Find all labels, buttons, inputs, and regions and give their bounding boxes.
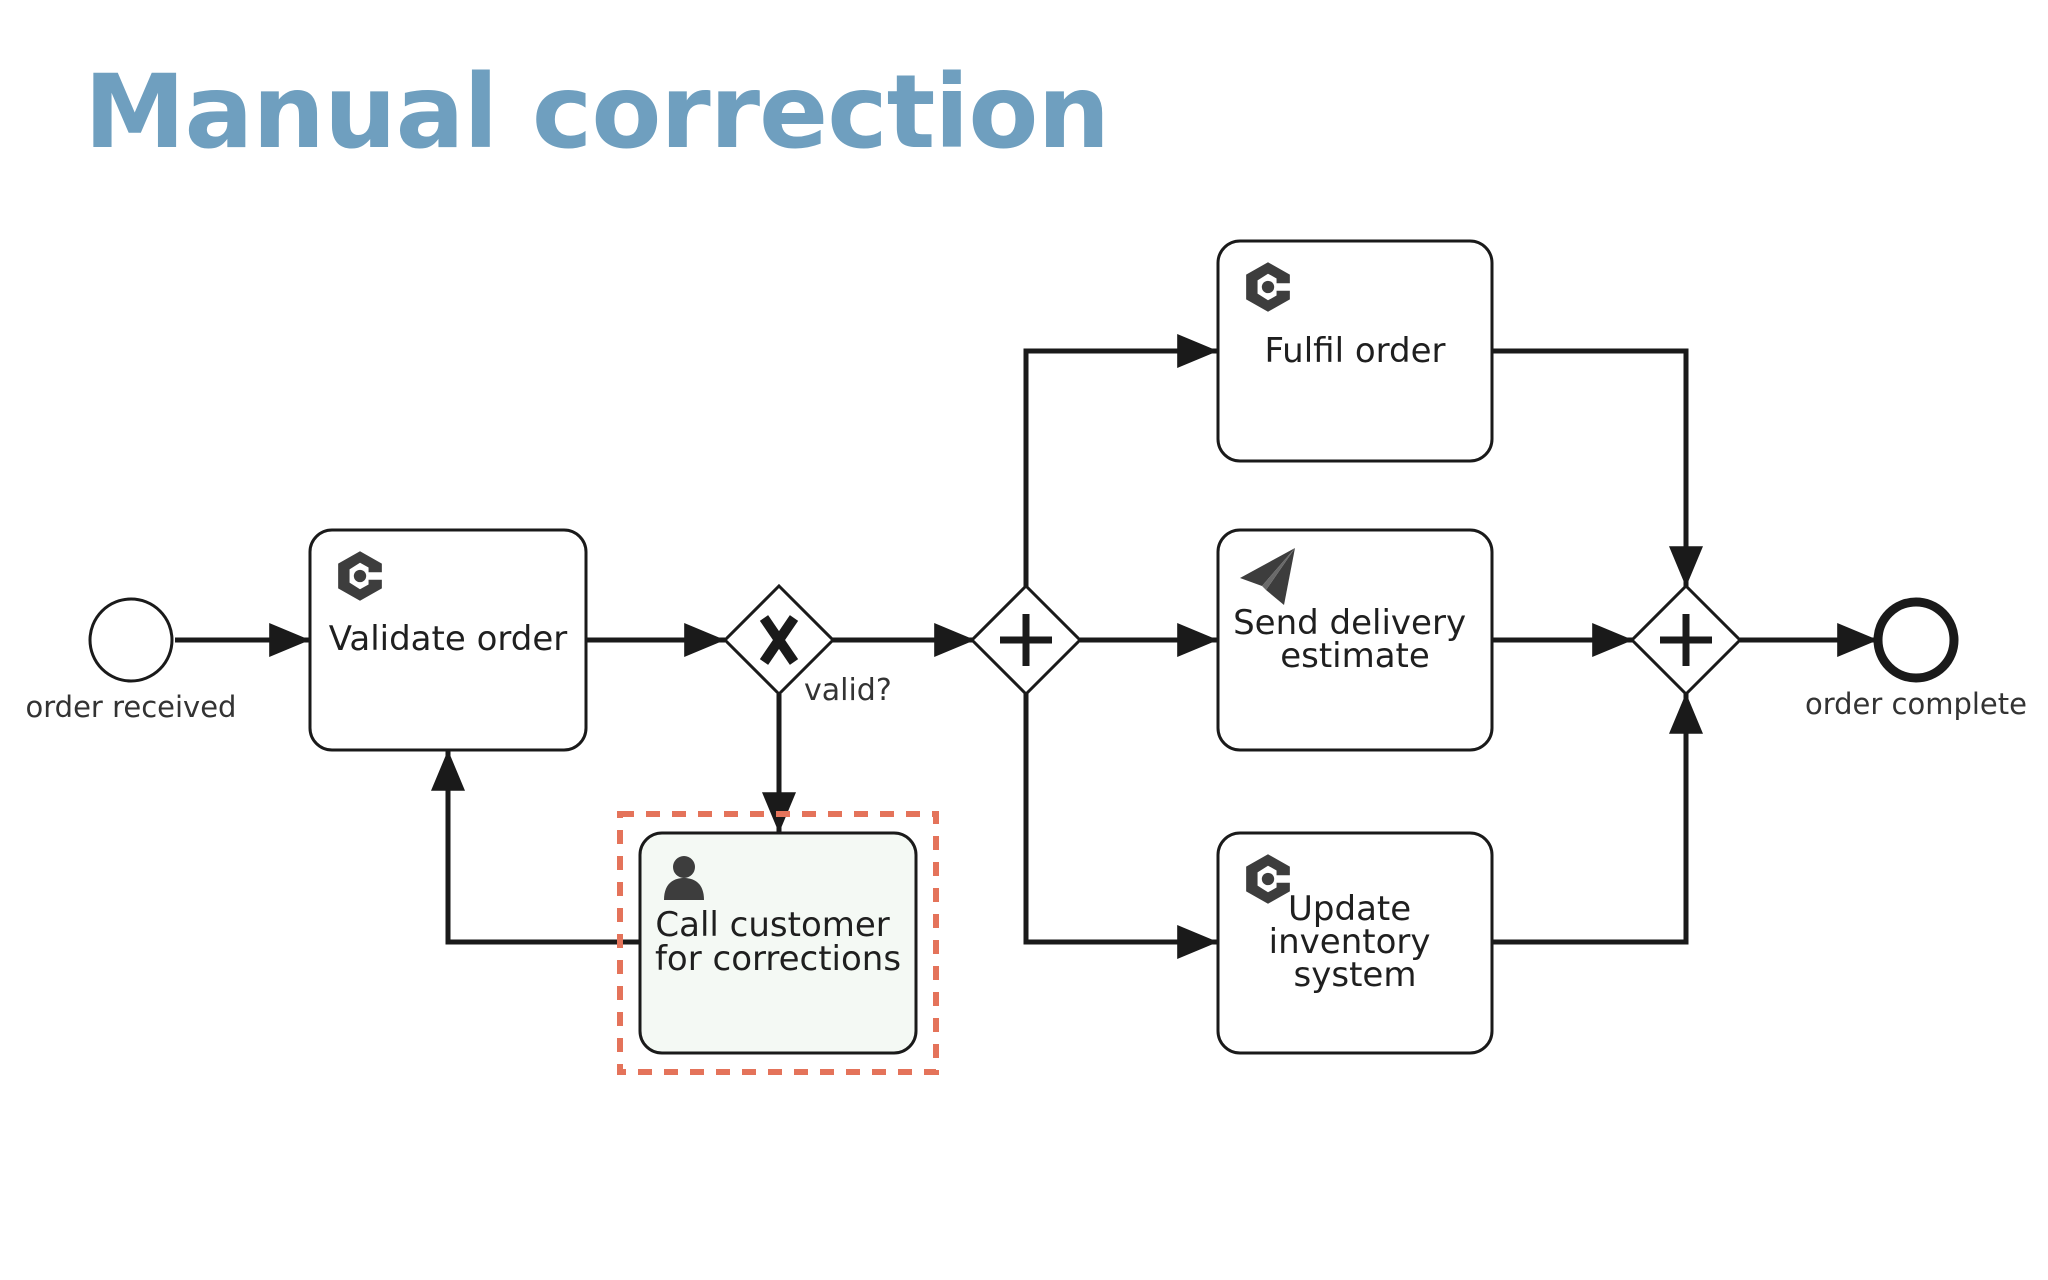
send-task-icon <box>1240 548 1295 605</box>
task-fulfil-order[interactable]: Fulfil order <box>1216 239 1494 463</box>
task-label-line: Call customer <box>655 905 889 945</box>
flow-fulfil-to-join <box>1492 348 1703 587</box>
task-label-line: for corrections <box>655 939 901 979</box>
flow-call-to-validate <box>431 750 640 945</box>
flow-split-to-update <box>1023 693 1218 959</box>
task-validate-order[interactable]: Validate order <box>308 528 588 752</box>
exclusive-gateway[interactable]: valid? <box>722 583 892 708</box>
task-label-line: Update <box>1288 889 1411 929</box>
sequence-flows <box>175 334 1878 959</box>
flow-split-to-fulfil <box>1023 334 1218 587</box>
task-label-line: system <box>1294 955 1417 995</box>
task-label-line: Send delivery <box>1233 603 1466 643</box>
task-label: Call customer for corrections <box>655 905 901 979</box>
task-label-line: Fulfil order <box>1264 331 1445 371</box>
task-send-delivery-estimate[interactable]: Send delivery estimate <box>1216 528 1494 752</box>
start-event[interactable]: order received <box>26 597 237 724</box>
parallel-join-gateway[interactable] <box>1629 583 1743 697</box>
plus-icon <box>1000 614 1052 666</box>
plus-icon <box>1660 614 1712 666</box>
end-event-label: order complete <box>1805 687 2027 721</box>
task-box <box>638 831 918 1055</box>
task-label: Update inventory system <box>1269 889 1442 995</box>
start-event-circle <box>88 597 174 683</box>
task-label-line: Validate order <box>329 619 568 659</box>
task-label-line: inventory <box>1269 922 1431 962</box>
task-label: Validate order <box>329 619 568 659</box>
flow-update-to-join <box>1492 693 1703 945</box>
task-label: Send delivery estimate <box>1233 603 1477 676</box>
end-event-circle <box>1873 597 1959 683</box>
task-update-inventory[interactable]: Update inventory system <box>1216 831 1494 1055</box>
start-event-label: order received <box>26 690 237 724</box>
page-title: Manual correction <box>84 53 1110 172</box>
end-event[interactable]: order complete <box>1805 597 2027 721</box>
highlight-border <box>617 811 939 1075</box>
task-label-line: estimate <box>1280 636 1430 676</box>
task-label: Fulfil order <box>1264 331 1445 371</box>
gateway-label: valid? <box>804 673 892 708</box>
task-call-customer[interactable]: Call customer for corrections <box>617 811 939 1075</box>
exclusive-x-icon <box>759 615 799 665</box>
user-task-icon <box>664 856 704 900</box>
parallel-split-gateway[interactable] <box>969 583 1083 697</box>
